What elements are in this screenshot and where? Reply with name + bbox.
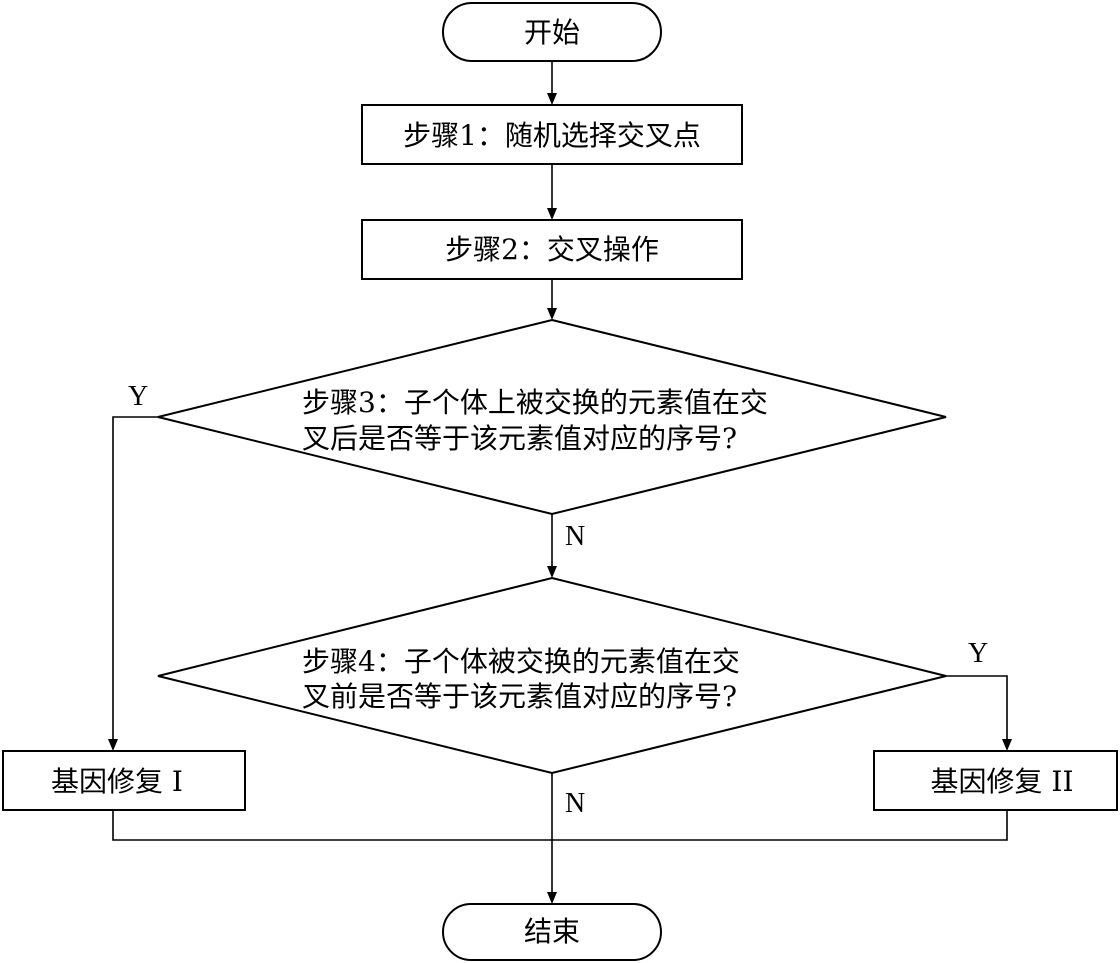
step1-node: 步骤1：随机选择交叉点	[361, 104, 743, 165]
step3-decision: 步骤3：子个体上被交换的元素值在交 叉后是否等于该元素值对应的序号?	[157, 318, 947, 516]
step3-yes-label: Y	[128, 381, 148, 412]
step3-label-line2: 叉后是否等于该元素值对应的序号?	[302, 422, 737, 455]
step2-label: 步骤2：交叉操作	[445, 233, 659, 266]
step4-label-line1: 步骤4：子个体被交换的元素值在交	[302, 645, 740, 678]
step2-node: 步骤2：交叉操作	[361, 219, 743, 280]
step4-yes-label: Y	[968, 638, 988, 669]
connector-step2-step3	[547, 279, 557, 320]
step3-label-line1: 步骤3：子个体上被交换的元素值在交	[302, 386, 768, 419]
start-label: 开始	[524, 16, 580, 49]
repair2-node: 基因修复 II	[873, 750, 1118, 811]
end-label: 结束	[524, 915, 580, 948]
connector-start-step1	[547, 61, 557, 105]
connector-step1-step2	[547, 164, 557, 220]
connector-step3-no: N	[547, 514, 585, 578]
step3-no-label: N	[565, 521, 585, 552]
step4-decision: 步骤4：子个体被交换的元素值在交 叉前是否等于该元素值对应的序号?	[157, 576, 947, 775]
step4-no-label: N	[565, 788, 585, 819]
repair1-label: 基因修复 I	[51, 765, 183, 798]
connector-step4-yes: Y	[946, 638, 1012, 751]
connector-to-end: N	[112, 773, 1008, 904]
connector-step3-yes: Y	[108, 381, 158, 751]
repair2-label: 基因修复 II	[930, 765, 1073, 798]
start-node: 开始	[442, 2, 662, 62]
repair1-node: 基因修复 I	[2, 750, 246, 811]
end-node: 结束	[442, 903, 662, 961]
step4-label-line2: 叉前是否等于该元素值对应的序号?	[302, 680, 737, 713]
step1-label: 步骤1：随机选择交叉点	[403, 119, 701, 152]
